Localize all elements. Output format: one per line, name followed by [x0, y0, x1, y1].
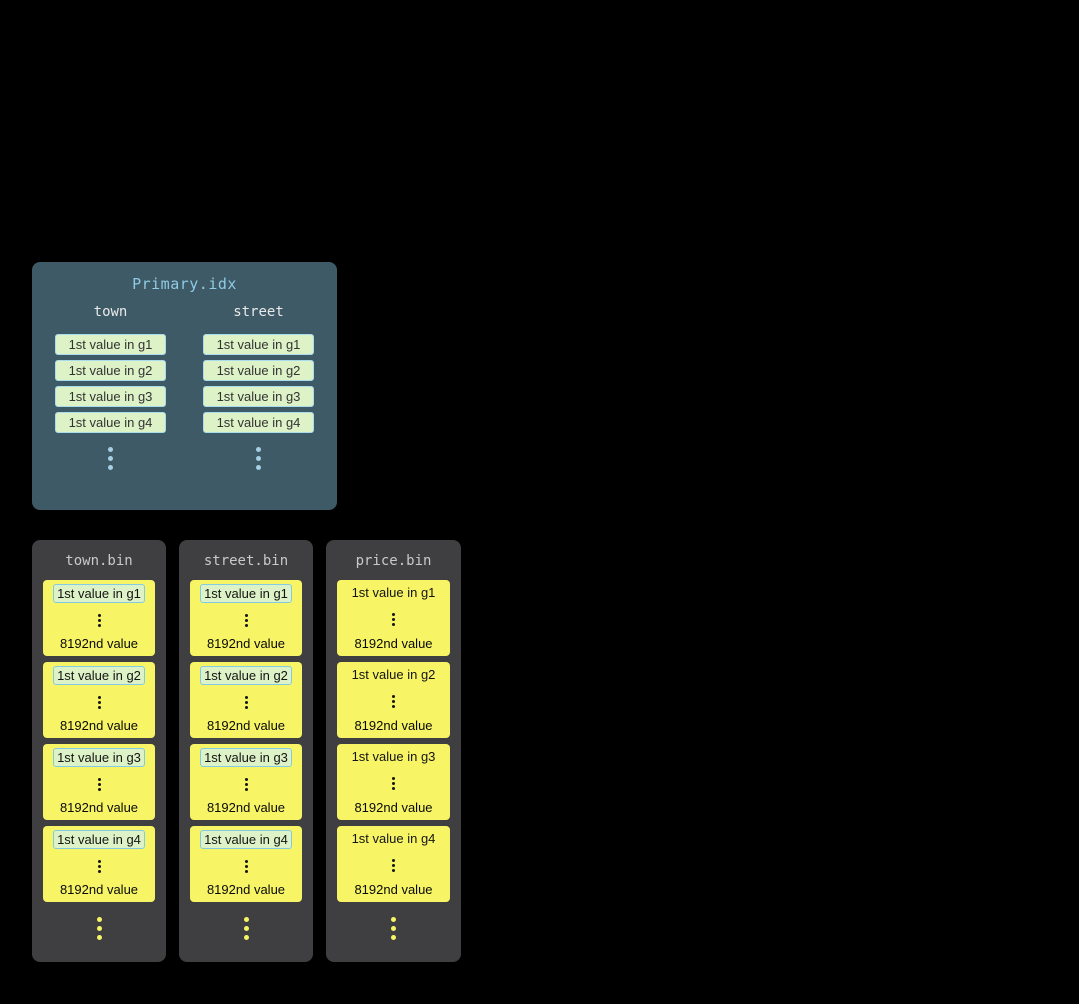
granule-4: 1st value in g4 8192nd value [43, 826, 155, 902]
column-header-street: street [233, 304, 284, 320]
index-mark: 1st value in g4 [55, 412, 166, 433]
granule-last-value: 8192nd value [354, 718, 433, 733]
ellipsis-icon [256, 447, 261, 470]
index-mark: 1st value in g3 [203, 386, 314, 407]
primary-index-columns: town 1st value in g1 1st value in g2 1st… [32, 304, 337, 470]
granule-4: 1st value in g4 8192nd value [337, 826, 450, 902]
ellipsis-icon [244, 858, 248, 873]
granule-1: 1st value in g1 8192nd value [190, 580, 302, 656]
ellipsis-icon [97, 776, 101, 791]
granule-first-value: 1st value in g1 [351, 585, 436, 600]
ellipsis-icon [97, 612, 101, 627]
ellipsis-icon [392, 693, 395, 708]
granule-3: 1st value in g3 8192nd value [43, 744, 155, 820]
bin-panels-row: town.bin 1st value in g1 8192nd value 1s… [32, 540, 461, 962]
granule-last-value: 8192nd value [206, 718, 286, 733]
granule-first-value: 1st value in g4 [351, 831, 436, 846]
granule-2: 1st value in g2 8192nd value [43, 662, 155, 738]
ellipsis-icon [97, 694, 101, 709]
granule-1: 1st value in g1 8192nd value [43, 580, 155, 656]
ellipsis-icon [97, 858, 101, 873]
ellipsis-icon [244, 694, 248, 709]
granule-2: 1st value in g2 8192nd value [190, 662, 302, 738]
ellipsis-icon [392, 857, 395, 872]
bin-title: price.bin [355, 553, 432, 569]
ellipsis-icon [392, 775, 395, 790]
granule-last-value: 8192nd value [206, 882, 286, 897]
granule-last-value: 8192nd value [59, 636, 139, 651]
index-mark: 1st value in g1 [203, 334, 314, 355]
granule-first-value: 1st value in g2 [53, 666, 145, 685]
bin-panel-price: price.bin 1st value in g1 8192nd value 1… [326, 540, 461, 962]
primary-index-panel: Primary.idx town 1st value in g1 1st val… [32, 262, 337, 510]
ellipsis-icon [244, 776, 248, 791]
ellipsis-icon [244, 612, 248, 627]
granule-last-value: 8192nd value [59, 882, 139, 897]
index-mark: 1st value in g1 [55, 334, 166, 355]
ellipsis-icon [243, 917, 249, 940]
granule-last-value: 8192nd value [354, 882, 433, 897]
primary-column-town: town 1st value in g1 1st value in g2 1st… [55, 304, 166, 470]
index-mark: 1st value in g2 [203, 360, 314, 381]
bin-title: town.bin [65, 553, 133, 569]
granule-last-value: 8192nd value [59, 718, 139, 733]
granule-first-value: 1st value in g3 [200, 748, 292, 767]
bin-panel-town: town.bin 1st value in g1 8192nd value 1s… [32, 540, 166, 962]
granule-first-value: 1st value in g1 [53, 584, 145, 603]
ellipsis-icon [392, 611, 395, 626]
ellipsis-icon [391, 917, 396, 940]
granule-2: 1st value in g2 8192nd value [337, 662, 450, 738]
granule-first-value: 1st value in g1 [200, 584, 292, 603]
granule-last-value: 8192nd value [354, 636, 433, 651]
ellipsis-icon [108, 447, 113, 470]
bin-panel-street: street.bin 1st value in g1 8192nd value … [179, 540, 313, 962]
ellipsis-icon [96, 917, 102, 940]
index-mark: 1st value in g2 [55, 360, 166, 381]
column-header-town: town [93, 304, 128, 320]
bin-title: street.bin [203, 553, 289, 569]
index-mark: 1st value in g3 [55, 386, 166, 407]
granule-1: 1st value in g1 8192nd value [337, 580, 450, 656]
granule-first-value: 1st value in g2 [200, 666, 292, 685]
primary-column-street: street 1st value in g1 1st value in g2 1… [203, 304, 314, 470]
granule-first-value: 1st value in g4 [53, 830, 145, 849]
granule-first-value: 1st value in g3 [351, 749, 436, 764]
granule-first-value: 1st value in g2 [351, 667, 436, 682]
granule-last-value: 8192nd value [206, 800, 286, 815]
granule-last-value: 8192nd value [354, 800, 433, 815]
granule-3: 1st value in g3 8192nd value [337, 744, 450, 820]
granule-first-value: 1st value in g3 [53, 748, 145, 767]
granule-first-value: 1st value in g4 [200, 830, 292, 849]
index-mark: 1st value in g4 [203, 412, 314, 433]
primary-index-title: Primary.idx [132, 275, 237, 293]
granule-4: 1st value in g4 8192nd value [190, 826, 302, 902]
granule-3: 1st value in g3 8192nd value [190, 744, 302, 820]
granule-last-value: 8192nd value [59, 800, 139, 815]
granule-last-value: 8192nd value [206, 636, 286, 651]
